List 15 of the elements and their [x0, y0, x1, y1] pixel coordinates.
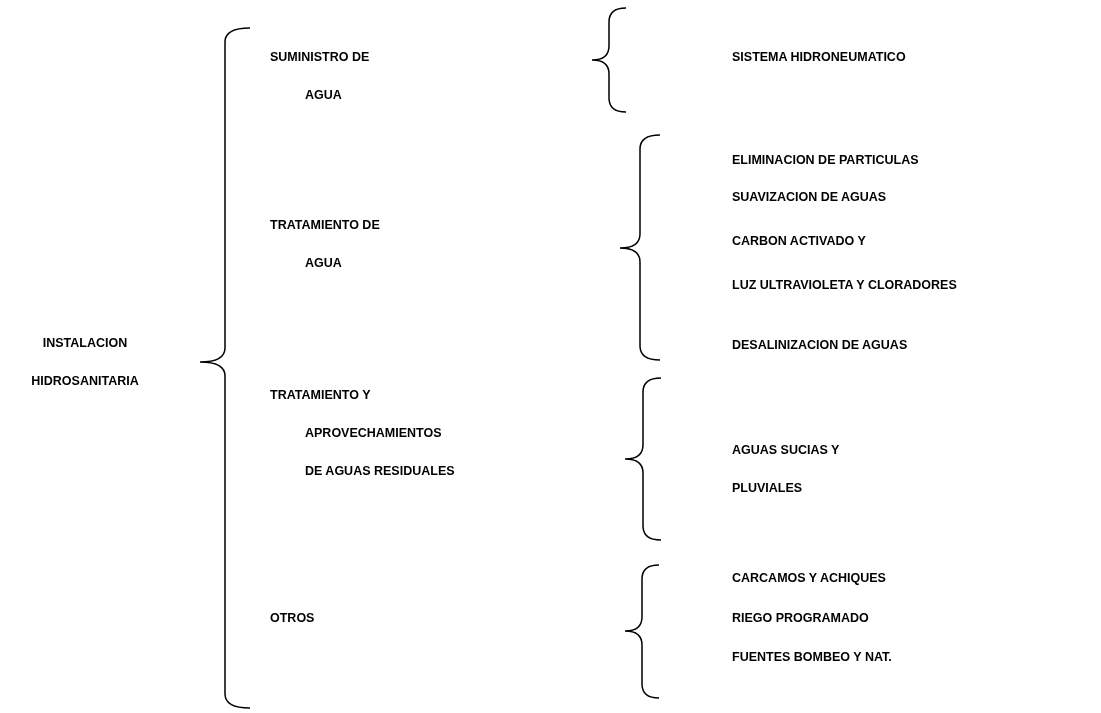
label-text: SUMINISTRO DE AGUA: [270, 49, 370, 104]
label-text: AGUAS SUCIAS Y PLUVIALES: [732, 442, 840, 497]
label-text: SUAVIZACION DE AGUAS: [732, 189, 887, 206]
label-text: CARBON ACTIVADO Y: [732, 233, 866, 250]
label-text: RIEGO PROGRAMADO: [732, 610, 869, 627]
label-text: ELIMINACION DE PARTICULAS: [732, 152, 919, 169]
label-text: TRATAMIENTO DE AGUA: [270, 217, 380, 272]
label-text: SISTEMA HIDRONEUMATICO: [732, 49, 906, 66]
label-text: OTROS: [270, 610, 315, 627]
label-text: INSTALACION HIDROSANITARIA: [30, 335, 140, 390]
label-text: FUENTES BOMBEO Y NAT.: [732, 649, 892, 666]
label-text: CARCAMOS Y ACHIQUES: [732, 570, 886, 587]
label-text: DESALINIZACION DE AGUAS: [732, 337, 908, 354]
label-text: LUZ ULTRAVIOLETA Y CLORADORES: [732, 277, 957, 294]
label-text: TRATAMIENTO Y APROVECHAMIENTOS DE AGUAS RESIDUALES: [270, 387, 455, 480]
